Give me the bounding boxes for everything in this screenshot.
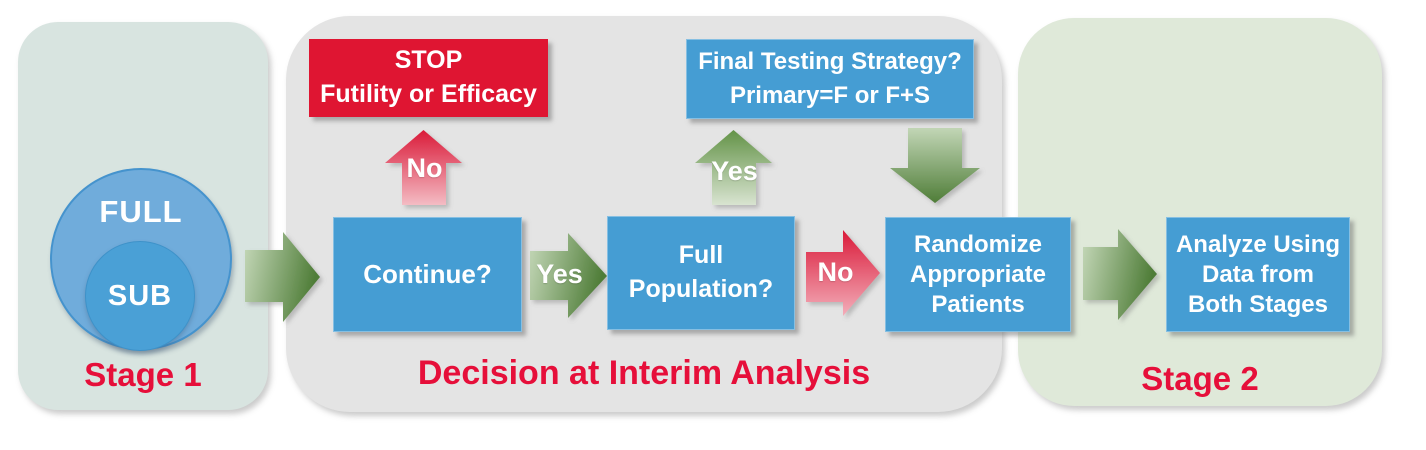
strategy-down-arrow	[890, 128, 980, 203]
final-testing-strategy-box: Final Testing Strategy? Primary=F or F+S	[686, 39, 974, 119]
continue-box: Continue?	[333, 217, 522, 332]
full-population-box: Full Population?	[607, 216, 795, 330]
no-up-arrow	[385, 130, 462, 205]
stop-box-line2: Futility or Efficacy	[320, 80, 537, 108]
yes-right-arrow	[530, 233, 607, 318]
stage1-panel-label: Stage 1	[84, 356, 202, 393]
randomize-line2: Appropriate	[909, 260, 1046, 288]
randomize-to-analyze-arrow	[1083, 229, 1157, 320]
randomize-patients-box: Randomize Appropriate Patients	[885, 217, 1071, 332]
final-testing-line2: Primary=F or F+S	[729, 82, 931, 109]
continue-box-label: Continue?	[363, 259, 492, 289]
stop-box: STOP Futility or Efficacy	[309, 39, 548, 117]
stage1-to-continue-arrow	[245, 232, 320, 322]
stage2-panel-label: Stage 2	[1141, 360, 1259, 397]
yes-up-arrow	[695, 130, 772, 205]
yes-to-full-population-arrow-label: Yes	[536, 259, 583, 289]
sub-population-circle: SUB	[85, 241, 195, 351]
no-to-randomize-arrow-label: No	[817, 257, 854, 287]
stop-box-line1: STOP	[394, 46, 463, 75]
randomize-line1: Randomize	[913, 230, 1042, 258]
stage2-panel	[1018, 18, 1382, 406]
decision-panel-label: Decision at Interim Analysis	[417, 354, 871, 392]
full-population-line1: Full	[678, 241, 724, 270]
analyze-line2: Data from	[1201, 260, 1315, 288]
analyze-both-stages-box: Analyze Using Data from Both Stages	[1166, 217, 1350, 332]
yes-to-final-testing-arrow-label: Yes	[711, 156, 758, 186]
no-right-arrow	[806, 230, 880, 316]
randomize-line3: Patients	[931, 290, 1025, 318]
analyze-line3: Both Stages	[1187, 290, 1328, 318]
full-circle-label: FULL	[99, 194, 183, 229]
final-testing-line1: Final Testing Strategy?	[698, 48, 962, 76]
full-population-line2: Population?	[628, 275, 774, 303]
analyze-line1: Analyze Using	[1175, 230, 1341, 258]
sub-circle-label: SUB	[107, 280, 173, 312]
no-to-stop-arrow-label: No	[406, 153, 443, 183]
